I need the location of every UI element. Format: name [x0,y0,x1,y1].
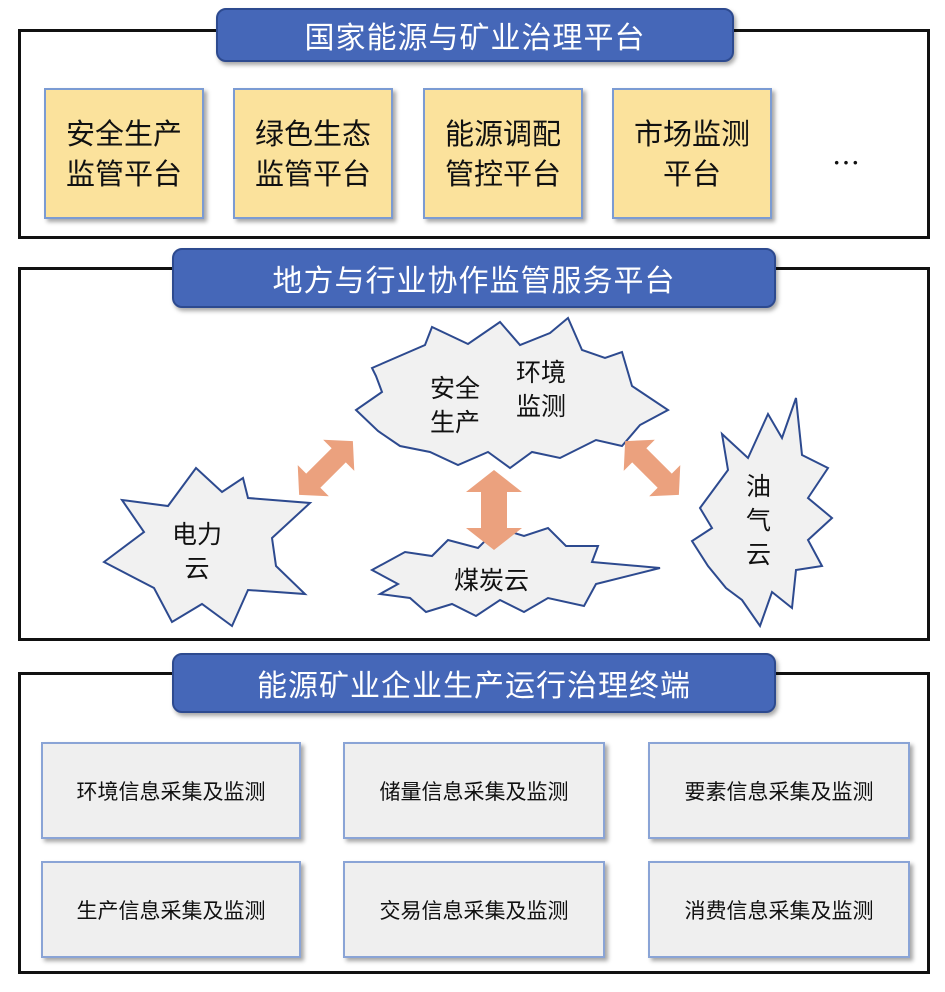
oil-burst [690,397,834,629]
collaboration-title: 地方与行业协作监管服务平台 [172,248,776,308]
terminal-box-factors: 要素信息采集及监测 [648,742,910,839]
more-ellipsis: … [832,138,860,171]
power-burst [102,466,313,628]
terminal-box-environment: 环境信息采集及监测 [41,742,301,839]
node-label-line: 油 [746,472,772,501]
node-label-line: 电力 [172,520,223,549]
node-label-line: 安全 [430,374,481,403]
terminal-box-reserves: 储量信息采集及监测 [343,742,605,839]
node-oil: 油 气 云 [746,470,771,572]
platform-box-line: 监管平台 [254,156,371,191]
node-label-line: 气 [746,506,772,535]
arrow-power-safety [297,439,355,497]
node-label-line: 环境 [516,358,567,387]
platform-box-green: 绿色生态 监管平台 [233,88,393,219]
terminal-box-production: 生产信息采集及监测 [41,861,301,958]
platform-box-line: 安全生产 [65,116,182,151]
platform-box-line: 市场监测 [633,116,750,151]
platform-box-line: 平台 [662,156,721,191]
node-power: 电力 云 [172,518,222,586]
platform-box-dispatch: 能源调配 管控平台 [423,88,583,219]
node-environment: 环境 监测 [516,356,566,424]
platform-box-line: 能源调配 [444,116,561,151]
terminal-box-trading: 交易信息采集及监测 [343,861,605,958]
node-label-line: 监测 [516,392,567,421]
arrow-coal-center [466,470,522,550]
terminal-title: 能源矿业企业生产运行治理终端 [172,653,776,713]
arrow-oil-environment [623,439,681,497]
terminal-box-consumption: 消费信息采集及监测 [648,861,910,958]
node-safety: 安全 生产 [430,372,480,440]
national-platform-title: 国家能源与矿业治理平台 [216,8,734,62]
platform-box-line: 绿色生态 [254,116,371,151]
platform-box-line: 监管平台 [65,156,182,191]
center-burst [354,316,670,470]
node-label-line: 生产 [430,408,481,437]
node-label-line: 云 [184,554,210,583]
node-label-line: 煤炭云 [454,566,530,595]
platform-box-safety: 安全生产 监管平台 [44,88,204,219]
platform-box-market: 市场监测 平台 [612,88,772,219]
coal-burst [369,526,661,618]
node-coal: 煤炭云 [454,564,529,598]
node-label-line: 云 [746,540,772,569]
platform-box-line: 管控平台 [444,156,561,191]
